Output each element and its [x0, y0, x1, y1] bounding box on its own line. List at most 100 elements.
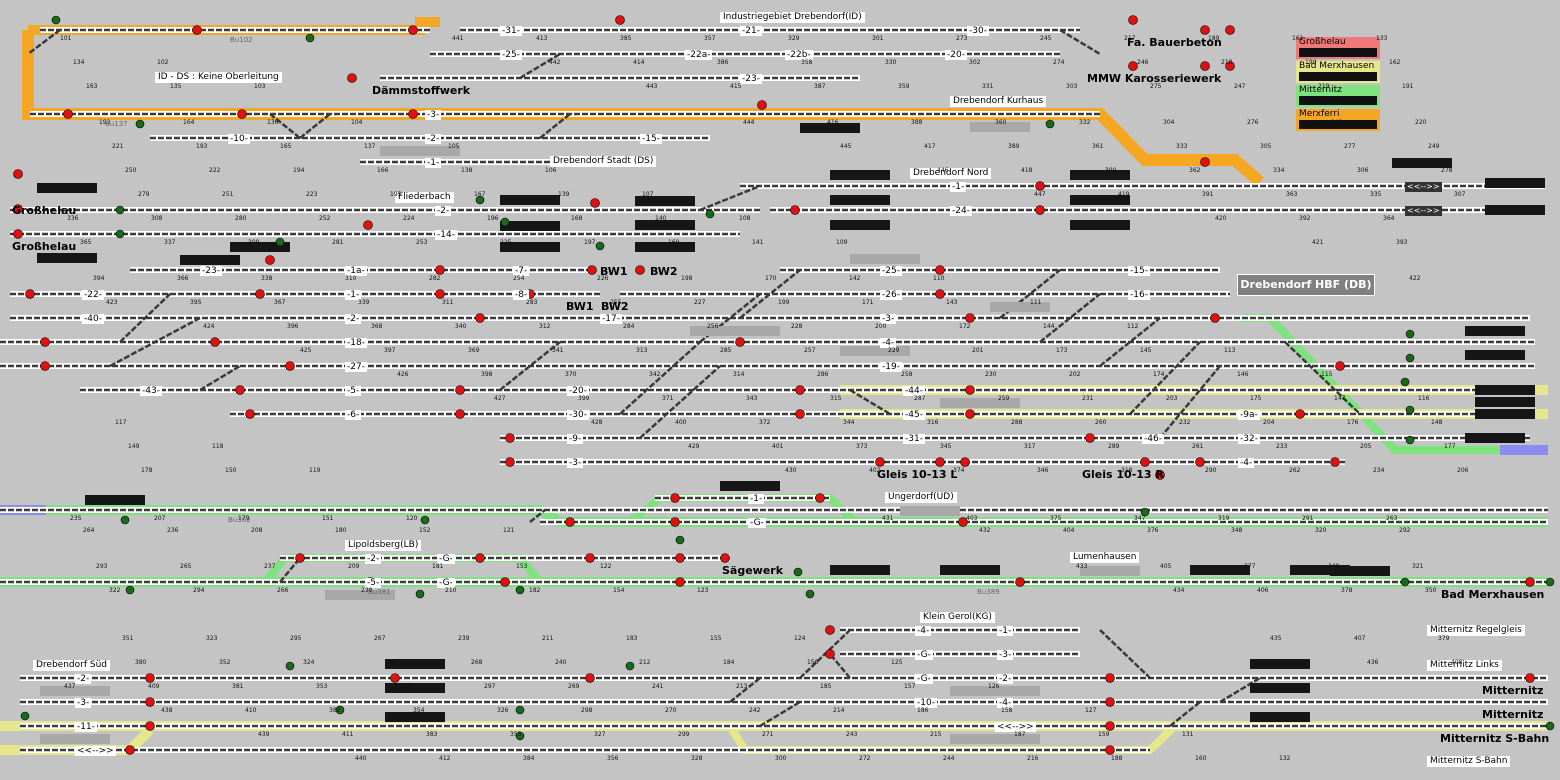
train-display[interactable]	[830, 170, 890, 180]
crossover-track[interactable]	[119, 293, 171, 343]
crossover-track[interactable]	[529, 509, 546, 523]
crossover-track[interactable]	[1284, 341, 1361, 415]
train-display[interactable]	[385, 659, 445, 669]
signal-lamp-green[interactable]	[793, 567, 803, 577]
signal-lamp[interactable]	[13, 169, 23, 179]
train-display[interactable]	[800, 123, 860, 133]
signal-lamp[interactable]	[958, 517, 968, 527]
signal-lamp-green[interactable]	[125, 585, 135, 595]
train-display[interactable]	[1465, 350, 1525, 360]
signal-lamp-green[interactable]	[1405, 405, 1415, 415]
signal-lamp[interactable]	[590, 198, 600, 208]
train-display[interactable]	[85, 495, 145, 505]
signal-lamp[interactable]	[1200, 61, 1210, 71]
signal-lamp-green[interactable]	[285, 661, 295, 671]
signal-lamp-green[interactable]	[1405, 329, 1415, 339]
signal-lamp[interactable]	[1155, 470, 1165, 480]
signal-lamp[interactable]	[1105, 745, 1115, 755]
train-display[interactable]	[1475, 385, 1535, 395]
signal-lamp[interactable]	[435, 289, 445, 299]
signal-lamp[interactable]	[1140, 457, 1150, 467]
signal-lamp-green[interactable]	[625, 661, 635, 671]
train-display[interactable]	[385, 712, 445, 722]
signal-lamp[interactable]	[63, 109, 73, 119]
signal-lamp[interactable]	[1295, 409, 1305, 419]
signal-lamp[interactable]	[825, 625, 835, 635]
signal-lamp[interactable]	[455, 385, 465, 395]
signal-lamp[interactable]	[875, 457, 885, 467]
signal-lamp-green[interactable]	[115, 229, 125, 239]
legend-item[interactable]: Mitternitz	[1296, 85, 1380, 107]
signal-lamp[interactable]	[815, 493, 825, 503]
signal-lamp-green[interactable]	[51, 15, 61, 25]
signal-lamp[interactable]	[757, 100, 767, 110]
train-display[interactable]	[1190, 565, 1250, 575]
train-display[interactable]	[1250, 712, 1310, 722]
signal-lamp[interactable]	[1210, 313, 1220, 323]
signal-lamp[interactable]	[145, 673, 155, 683]
crossover-track[interactable]	[279, 557, 301, 583]
signal-lamp[interactable]	[1128, 61, 1138, 71]
signal-lamp[interactable]	[935, 457, 945, 467]
train-display[interactable]	[1392, 158, 1452, 168]
signal-lamp[interactable]	[965, 409, 975, 419]
train-display[interactable]	[180, 255, 240, 265]
signal-lamp-green[interactable]	[1405, 435, 1415, 445]
signal-lamp[interactable]	[237, 109, 247, 119]
signal-lamp[interactable]	[475, 313, 485, 323]
signal-lamp-green[interactable]	[115, 205, 125, 215]
signal-lamp[interactable]	[1128, 15, 1138, 25]
signal-lamp[interactable]	[1525, 673, 1535, 683]
signal-lamp[interactable]	[500, 577, 510, 587]
signal-lamp-green[interactable]	[335, 705, 345, 715]
signal-lamp-green[interactable]	[420, 515, 430, 525]
train-display[interactable]	[230, 242, 290, 252]
signal-lamp-green[interactable]	[595, 241, 605, 251]
signal-lamp[interactable]	[675, 553, 685, 563]
signal-lamp[interactable]	[935, 265, 945, 275]
signal-lamp[interactable]	[255, 289, 265, 299]
signal-lamp[interactable]	[795, 385, 805, 395]
legend-item[interactable]: Großhelau	[1296, 37, 1380, 59]
train-display[interactable]	[1475, 409, 1535, 419]
signal-lamp[interactable]	[1200, 157, 1210, 167]
signal-lamp-green[interactable]	[475, 195, 485, 205]
train-display[interactable]	[1070, 170, 1130, 180]
signal-lamp[interactable]	[565, 517, 575, 527]
crossover-track[interactable]	[27, 29, 61, 55]
train-display[interactable]	[1475, 397, 1535, 407]
signal-lamp[interactable]	[1105, 697, 1115, 707]
signal-lamp[interactable]	[192, 25, 202, 35]
signal-lamp-green[interactable]	[705, 209, 715, 219]
signal-lamp-green[interactable]	[1545, 721, 1555, 731]
train-display[interactable]	[635, 220, 695, 230]
signal-lamp[interactable]	[145, 697, 155, 707]
signal-lamp[interactable]	[435, 265, 445, 275]
train-display[interactable]	[1070, 195, 1130, 205]
signal-lamp[interactable]	[735, 337, 745, 347]
train-display[interactable]	[1250, 659, 1310, 669]
crossover-track[interactable]	[1099, 629, 1151, 679]
signal-lamp[interactable]	[935, 289, 945, 299]
train-display[interactable]	[1070, 220, 1130, 230]
train-display[interactable]	[720, 481, 780, 491]
crossover-track[interactable]	[729, 677, 761, 703]
train-display[interactable]	[830, 220, 890, 230]
signal-lamp[interactable]	[635, 265, 645, 275]
signal-lamp-green[interactable]	[1400, 577, 1410, 587]
signal-lamp[interactable]	[1525, 577, 1535, 587]
crossover-track[interactable]	[299, 113, 331, 139]
crossover-track[interactable]	[639, 365, 721, 439]
train-display[interactable]	[940, 565, 1000, 575]
signal-lamp[interactable]	[347, 73, 357, 83]
train-display[interactable]	[37, 253, 97, 263]
signal-lamp[interactable]	[455, 409, 465, 419]
crossover-track[interactable]	[109, 316, 201, 368]
train-display[interactable]	[500, 242, 560, 252]
signal-lamp[interactable]	[670, 493, 680, 503]
crossover-track[interactable]	[1129, 341, 1201, 415]
signal-lamp[interactable]	[13, 229, 23, 239]
signal-lamp[interactable]	[1105, 721, 1115, 731]
signal-lamp[interactable]	[1200, 25, 1210, 35]
signal-lamp[interactable]	[40, 337, 50, 347]
